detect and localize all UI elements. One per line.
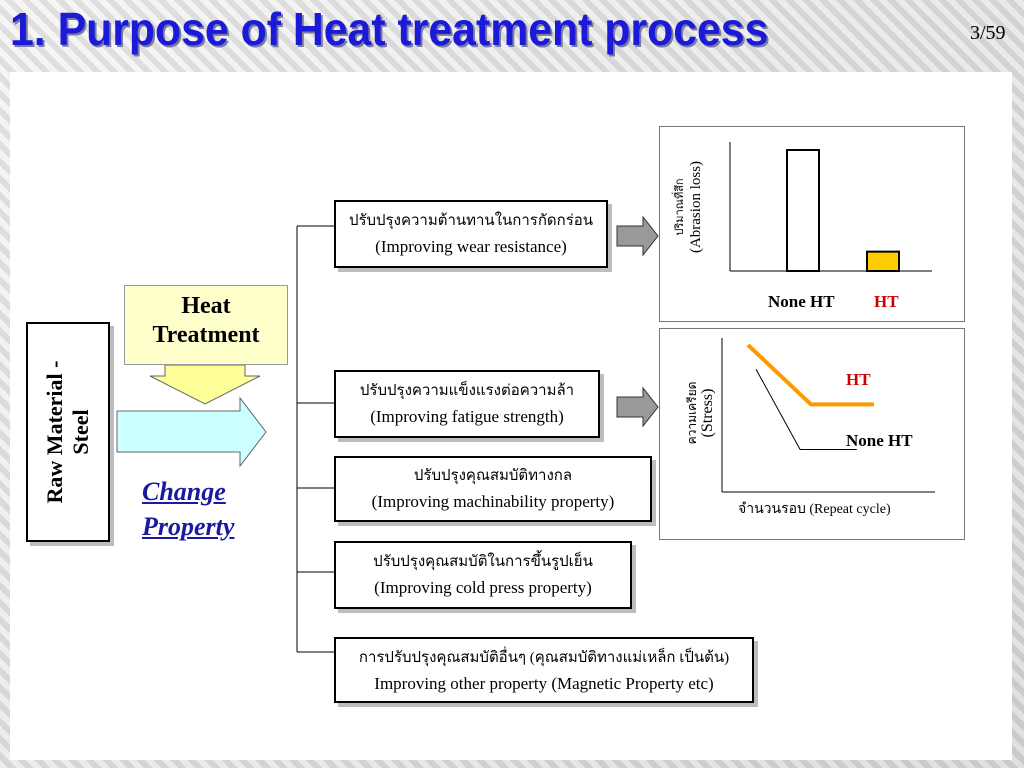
stress-series-0 bbox=[746, 343, 874, 407]
purpose-thai: การปรับปรุงคุณสมบัติอื่นๆ (คุณสมบัติทางแ… bbox=[358, 650, 730, 666]
purpose-box-wear: ปรับปรุงความต้านทานในการกัดกร่อน (Improv… bbox=[334, 200, 608, 268]
change-property-label: Change Property bbox=[142, 474, 234, 544]
heat-treatment-line2: Treatment bbox=[152, 322, 260, 348]
change-property-line2: Property bbox=[142, 512, 235, 541]
purpose-box-fatigue: ปรับปรุงความแข็งแรงต่อความล้า (Improving… bbox=[334, 370, 600, 438]
purpose-box-cold-press: ปรับปรุงคุณสมบัติในการขึ้นรูปเย็น (Impro… bbox=[334, 541, 632, 609]
purpose-english: (Improving fatigue strength) bbox=[370, 407, 564, 426]
purpose-english: (Improving wear resistance) bbox=[375, 237, 567, 256]
purpose-english: Improving other property (Magnetic Prope… bbox=[374, 674, 714, 693]
bar-label-none-ht: None HT bbox=[768, 292, 835, 311]
purpose-box-machinability: ปรับปรุงคุณสมบัติทางกล (Improving machin… bbox=[334, 456, 652, 522]
heat-treatment-line1: Heat bbox=[181, 293, 231, 319]
bar-label-ht: HT bbox=[874, 292, 899, 311]
main-arrow-right bbox=[116, 396, 267, 468]
stress-series-1 bbox=[755, 368, 857, 450]
purpose-box-other: การปรับปรุงคุณสมบัติอื่นๆ (คุณสมบัติทางแ… bbox=[334, 637, 754, 703]
heat-treatment-box: Heat Treatment bbox=[124, 285, 288, 365]
heat-arrow-down bbox=[149, 364, 261, 405]
chart2-arrow bbox=[616, 386, 659, 428]
purpose-thai: ปรับปรุงคุณสมบัติในการขึ้นรูปเย็น bbox=[373, 554, 593, 570]
purpose-thai: ปรับปรุงคุณสมบัติทางกล bbox=[413, 468, 573, 484]
page-number: 3/59 bbox=[970, 22, 1006, 44]
slide-title: 1. Purpose of Heat treatment process bbox=[10, 3, 769, 55]
abrasion-bar-0 bbox=[786, 149, 820, 272]
purpose-thai: ปรับปรุงความแข็งแรงต่อความล้า bbox=[359, 383, 575, 399]
change-property-line1: Change bbox=[142, 477, 226, 506]
series-label-ht: HT bbox=[846, 370, 871, 389]
chart1-arrow bbox=[616, 215, 659, 257]
cycle-xlabel: จำนวนรอบ (Repeat cycle) bbox=[738, 502, 891, 517]
purpose-thai: ปรับปรุงความต้านทานในการกัดกร่อน bbox=[348, 213, 594, 229]
stress-ylabel-thai: ความเครียด bbox=[685, 381, 699, 445]
abrasion-bar-1 bbox=[866, 250, 900, 272]
series-label-none-ht: None HT bbox=[846, 431, 913, 450]
fatigue-chart-panel bbox=[659, 328, 965, 540]
raw-material-box: Raw Material -Steel bbox=[26, 322, 110, 542]
stress-ylabel-en: (Stress) bbox=[699, 388, 716, 438]
stress-ylabel: ความเครียด (Stress) bbox=[684, 368, 716, 458]
purpose-english: (Improving machinability property) bbox=[371, 492, 615, 511]
purpose-english: (Improving cold press property) bbox=[374, 578, 592, 597]
